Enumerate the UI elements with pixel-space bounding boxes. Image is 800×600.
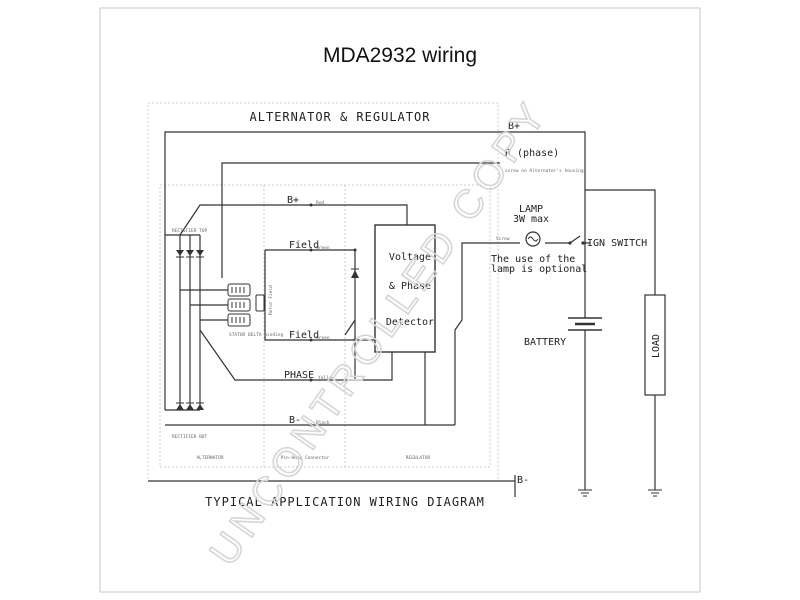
wire-b-plus-top [164,131,586,410]
b-plus-wire-color: Red [316,200,324,206]
lamp-filament [527,236,539,242]
lamp-note-line-2: lamp is optional [491,264,587,275]
detector-line-1: Voltage [389,252,431,263]
lamp-label: LAMP [519,204,543,215]
diagram-title: MDA2932 wiring [323,44,477,67]
b-plus-top-label: B+ [508,121,520,132]
field-lower-label: Field [289,330,319,341]
lamp-rating: 3W max [513,214,549,225]
stator-windings [227,283,265,327]
phase-wire-color: Yellow [318,375,335,381]
ground-symbols [578,489,662,497]
footer-label: TYPICAL APPLICATION WIRING DIAGRAM [205,495,485,509]
diode [196,250,204,256]
wire-r-phase [221,162,500,278]
phase-label: PHASE [284,370,314,381]
r-phase-note: screw on Alternator's housing [505,168,584,174]
lamp-note-line-1: The use of the [491,254,575,265]
wire-detector-out [454,319,463,425]
field-diode [351,270,359,278]
connector-terminals [309,203,357,427]
dashed-boxes [147,102,499,482]
field-coil-label: Rotor Field [268,285,274,315]
diode [186,250,194,256]
diode [176,404,184,410]
load-label: LOAD [651,334,662,358]
battery [568,317,602,331]
section-regulator-label: REGULATOR [406,455,431,461]
rectifier-bottom-label: RECTIFIER BOT [172,434,208,440]
wire-field-lower [264,250,375,341]
section-connector-label: Pin-Hdng Connector [281,455,330,461]
wire-phase [199,329,393,381]
diode [176,250,184,256]
field-lower-wire-color: Green [316,335,330,341]
battery-label: BATTERY [524,337,566,348]
alternator-regulator-label: ALTERNATOR & REGULATOR [250,110,431,124]
wire-lamp-in [461,242,520,320]
voltage-phase-detector [374,224,436,353]
b-minus-outer-label: B- [517,475,529,486]
stator-label: STATOR DELTA winding [229,332,283,338]
section-alternator-label: ALTERNATOR [196,455,223,461]
load-resistor [644,294,666,396]
switch-contact [568,241,572,245]
field-upper-label: Field [289,240,319,251]
switch-contact [581,241,585,245]
field-upper-wire-color: Green [316,245,330,251]
wire-b-plus-inner [179,204,408,236]
diode [196,404,204,410]
b-minus-wire-color: Black [316,420,330,426]
ign-switch-label: IGN SWITCH [587,238,647,249]
rectifier-top-label: RECTIFIER TOP [172,228,208,234]
b-minus-inner-label: B- [289,415,301,426]
b-plus-inner-label: B+ [287,195,299,206]
diode [186,404,194,410]
inner-box [159,184,491,468]
outer-frame [99,7,701,593]
rectifier-diodes [176,250,359,410]
diode-bars [176,256,359,404]
detector-line-2: & Phase [389,281,431,292]
screw-label: Screw [496,236,510,242]
detector-line-3: Detector [386,317,434,328]
wire-lamp-out [545,235,581,244]
r-phase-label: R (phase) [505,148,559,159]
wire-to-load [585,189,656,295]
regulator-switch [344,319,356,336]
